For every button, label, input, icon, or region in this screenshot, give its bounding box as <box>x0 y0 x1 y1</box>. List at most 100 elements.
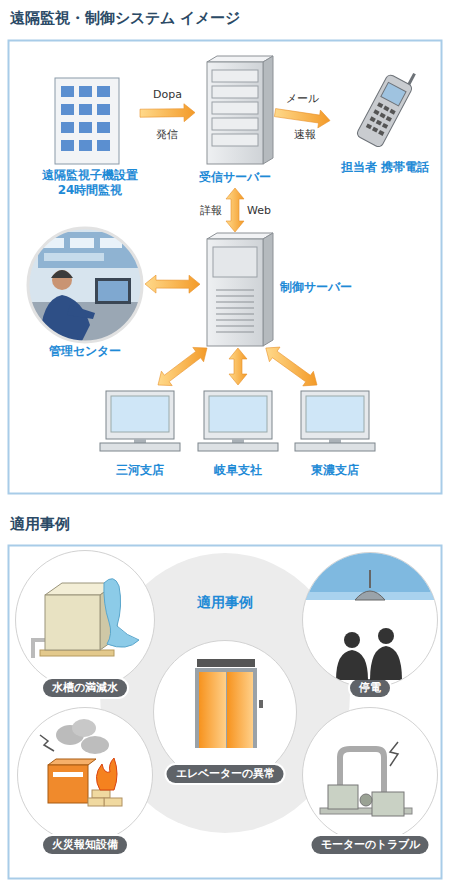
pc-icon <box>295 391 375 451</box>
control-room-photo <box>44 238 64 248</box>
server-icon <box>263 233 273 346</box>
flow-arrow <box>140 104 195 122</box>
mobile-phone-icon <box>379 113 385 119</box>
mobile-phone-icon <box>356 73 414 148</box>
pc-icon <box>301 391 369 439</box>
mobile-phone-icon <box>373 109 379 115</box>
arrow-label: 詳報 <box>200 203 222 218</box>
server-icon <box>213 247 257 277</box>
server-icon <box>207 62 263 164</box>
case-circle: 停電 <box>302 552 438 688</box>
pc-icon <box>306 396 364 432</box>
section-title: 遠隔監視・制御システム イメージ <box>10 9 240 28</box>
control-room-photo <box>25 225 148 347</box>
branch-node: 岐阜支社 <box>193 385 283 480</box>
case-caption: モーターのトラブル <box>312 836 429 854</box>
pc-icon <box>111 396 169 432</box>
pc-icon <box>295 443 375 451</box>
server-node: 制御サーバー <box>200 232 340 348</box>
branch-node: 東濃支店 <box>290 385 380 480</box>
server-icon <box>207 56 273 62</box>
server-icon <box>212 118 258 130</box>
arrow-label: Dopa <box>153 87 182 100</box>
branch-node: 三河支店 <box>95 385 185 480</box>
server-icon <box>216 308 254 309</box>
center-node: 管理センター <box>25 222 145 358</box>
flow-arrow <box>266 347 317 386</box>
pc-icon <box>198 391 278 451</box>
pc-icon <box>232 439 244 443</box>
building-icon <box>97 86 110 97</box>
pc-icon <box>204 391 272 439</box>
phone-node: 担当者 携帯電話 <box>330 66 440 196</box>
mobile-phone-icon <box>370 116 376 122</box>
control-room-photo <box>44 253 104 261</box>
node-label: 三河支店 <box>95 463 185 478</box>
server-icon <box>216 326 254 327</box>
node-label: 管理センター <box>25 344 145 359</box>
case-circle: 水槽の満減水 <box>15 550 155 690</box>
control-room-photo <box>38 232 142 268</box>
control-room-photo <box>40 295 90 345</box>
control-room-photo <box>28 302 148 347</box>
mobile-phone-icon <box>366 123 372 129</box>
building-icon <box>97 140 110 151</box>
control-room-photo <box>25 225 145 345</box>
building-icon <box>97 122 110 133</box>
case-caption: 停電 <box>350 679 390 697</box>
pc-icon <box>209 396 267 432</box>
arrow-label: 発信 <box>156 127 178 142</box>
building-icon <box>61 140 74 151</box>
server-icon <box>207 56 273 164</box>
control-room-photo <box>70 238 94 248</box>
pc-icon <box>198 443 278 451</box>
section-title: 適用事例 <box>10 515 70 534</box>
building-icon <box>61 86 74 97</box>
case-circle: エレベーターの異常 <box>153 640 297 784</box>
arrow-label: Web <box>247 204 271 217</box>
node-label: 東濃支店 <box>290 463 380 478</box>
server-icon <box>212 102 258 114</box>
pc-icon <box>106 391 174 439</box>
control-room-photo <box>67 305 95 319</box>
server-icon <box>216 332 254 333</box>
mobile-phone-icon <box>372 127 378 133</box>
building-icon <box>97 104 110 115</box>
building-icon <box>55 78 119 164</box>
mobile-phone-icon <box>376 120 382 126</box>
pc-icon <box>100 391 180 451</box>
building-node: 遠隔監視子機設置 24時間監視 <box>40 76 140 200</box>
server-icon <box>216 296 254 297</box>
server-icon <box>263 56 273 164</box>
control-room-photo <box>98 281 128 301</box>
building-icon <box>79 86 92 97</box>
server-icon <box>216 320 254 321</box>
server-icon <box>212 86 258 98</box>
flow-arrow <box>226 188 244 232</box>
control-room-photo <box>52 270 72 290</box>
server-icon <box>216 302 254 303</box>
case-circle: 火災報知設備 <box>17 707 153 843</box>
mobile-phone-icon <box>386 116 392 122</box>
server-icon <box>207 233 273 239</box>
control-room-photo <box>51 270 73 278</box>
server-icon <box>207 239 263 346</box>
arrow-label: 速報 <box>294 127 316 142</box>
pc-icon <box>134 439 146 443</box>
server-icon <box>212 134 258 146</box>
case-caption: 水槽の満減水 <box>43 679 127 697</box>
server-icon <box>212 70 258 82</box>
node-label: 遠隔監視子機設置 24時間監視 <box>40 168 140 198</box>
node-label: 制御サーバー <box>280 280 365 295</box>
building-icon <box>79 104 92 115</box>
server-icon <box>216 314 254 315</box>
photo-frame <box>28 228 142 342</box>
section-frame <box>9 546 442 879</box>
case-caption: 火災報知設備 <box>43 836 127 854</box>
flow-arrow <box>274 109 330 128</box>
arrow-label: メール <box>286 90 319 105</box>
flow-arrow <box>229 348 247 385</box>
pc-icon <box>329 439 341 443</box>
case-caption: エレベーターの異常 <box>167 765 284 783</box>
